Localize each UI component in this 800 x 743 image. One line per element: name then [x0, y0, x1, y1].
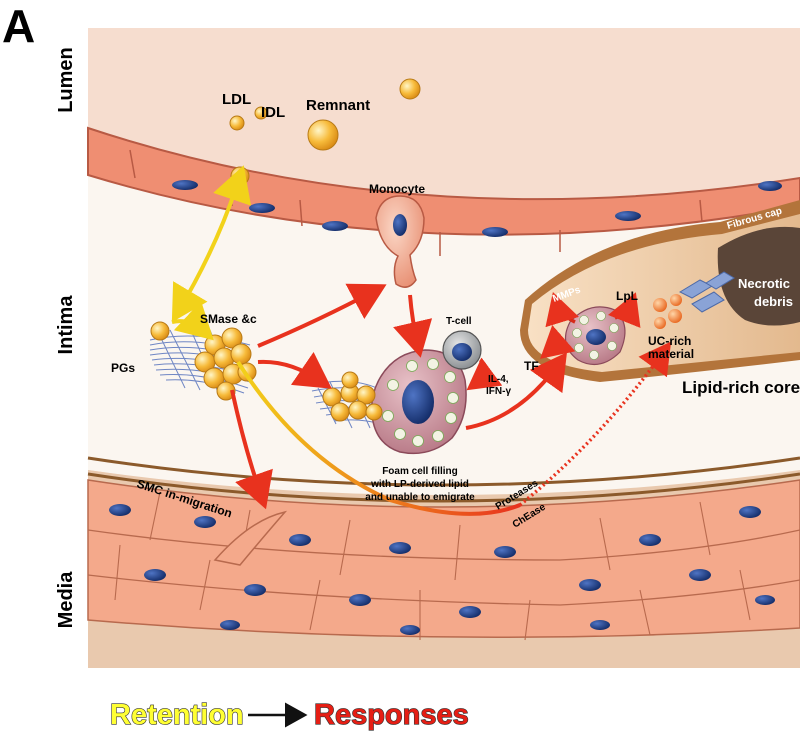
label-foam-line3: and unable to emigrate — [365, 492, 475, 503]
label-il4: IL-4, — [488, 374, 509, 385]
endothelial-nucleus — [615, 211, 641, 221]
label-tf: TF — [524, 359, 539, 373]
legend-retention: Retention — [110, 699, 244, 731]
elastic-lamina — [87, 456, 800, 487]
panel-letter: A — [2, 0, 35, 52]
region-label-media: Media — [55, 571, 77, 629]
label-monocyte: Monocyte — [369, 182, 425, 196]
label-lpl: LpL — [616, 289, 638, 303]
ldl-particle — [229, 115, 245, 131]
mmps-arrow — [545, 291, 579, 328]
legend-responses: Responses — [314, 699, 469, 731]
remnant-particle — [307, 119, 339, 151]
retention-arrow — [171, 165, 252, 323]
t-cell — [442, 330, 482, 370]
lpl-arrow — [607, 292, 641, 329]
legend: Retention Responses — [109, 698, 469, 731]
label-foam-line1: Foam cell filling — [382, 466, 458, 477]
endothelium — [87, 126, 800, 256]
response-arrow — [465, 352, 567, 430]
elastic-lamina — [87, 472, 800, 503]
monocyte-cell — [375, 195, 425, 288]
lipoprotein-particle — [230, 166, 250, 186]
endothelial-nucleus — [482, 227, 508, 237]
region-label-lumen: Lumen — [55, 47, 77, 113]
foam-cell-lipids — [322, 371, 383, 422]
lipoprotein-particle — [399, 78, 421, 100]
necrotic-debris — [717, 226, 800, 326]
response-arrow — [518, 341, 672, 507]
retained-lipid-cluster — [150, 321, 257, 401]
label-tcell: T-cell — [446, 316, 472, 327]
endothelial-nucleus — [249, 203, 275, 213]
label-necrotic-line2: debris — [754, 294, 793, 309]
endothelial-nucleus — [322, 221, 348, 231]
response-arrow — [257, 351, 332, 389]
migrating-smc — [213, 510, 288, 566]
label-ldl: LDL — [222, 91, 251, 108]
response-arrow — [230, 389, 273, 510]
label-pgs: PGs — [111, 361, 135, 375]
label-necrotic-line1: Necrotic — [738, 276, 790, 291]
label-ifn: IFN-γ — [486, 386, 511, 397]
tf-arrow — [540, 325, 576, 359]
label-uc-rich-line2: material — [648, 347, 694, 361]
idl-particle — [254, 106, 268, 120]
endothelial-nucleus — [172, 180, 198, 190]
label-lipid-rich-core: Lipid-rich core — [682, 378, 800, 397]
region-label-intima: Intima — [55, 295, 77, 355]
label-uc-rich-line1: UC-rich — [648, 334, 691, 348]
retention-arrow — [171, 301, 214, 341]
label-idl: IDL — [261, 104, 285, 121]
response-arrow — [393, 294, 433, 358]
label-foam-line2: with LP-derived lipid — [370, 479, 469, 490]
endothelial-nucleus — [758, 181, 782, 191]
label-smase: SMase &c — [200, 312, 257, 326]
foam-cell — [370, 349, 467, 455]
response-arrow — [257, 283, 387, 348]
label-remnant: Remnant — [306, 97, 370, 114]
retention-to-response-arrow — [236, 360, 521, 516]
cytokine-arrow — [466, 357, 503, 391]
